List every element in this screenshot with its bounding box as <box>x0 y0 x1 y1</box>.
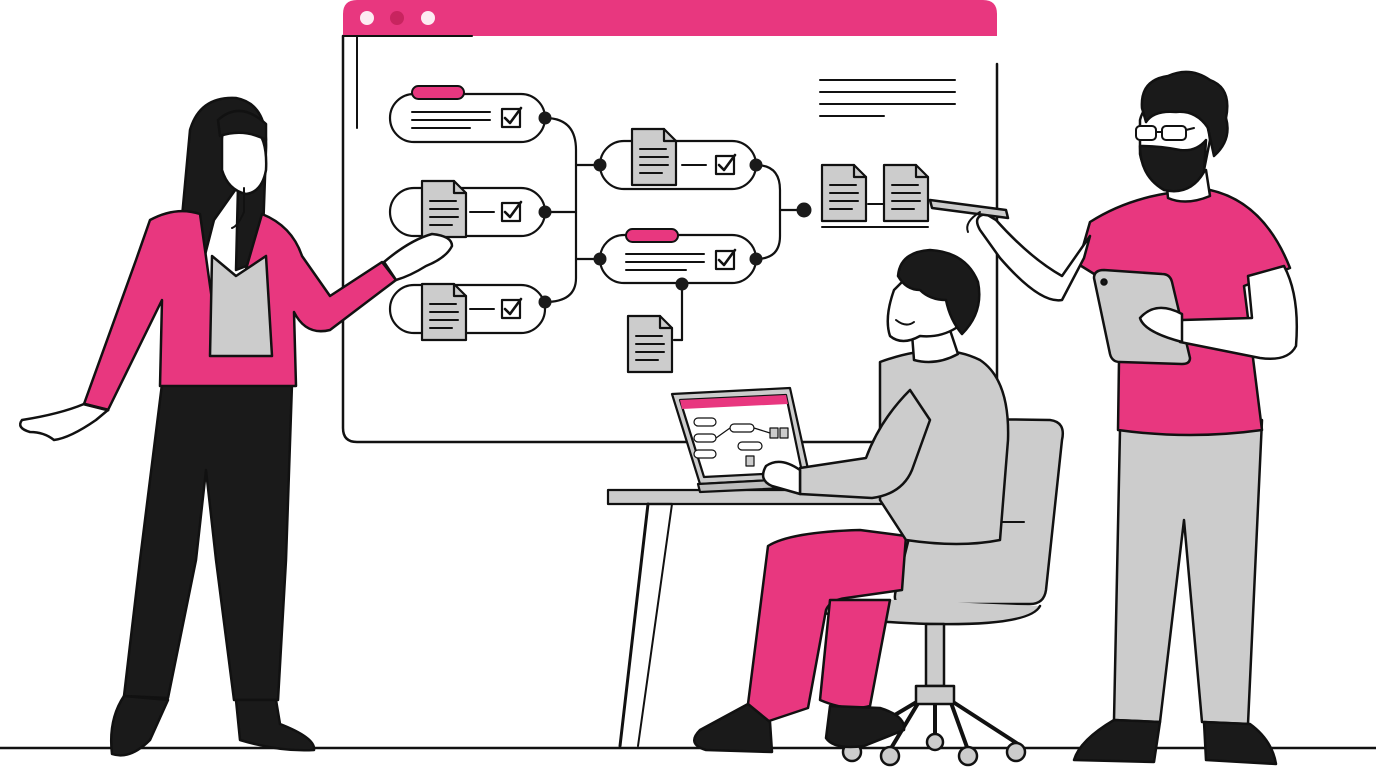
browser-titlebar <box>343 0 997 36</box>
document-icon <box>820 163 868 223</box>
window-dot-icon <box>390 11 404 25</box>
flow-node <box>388 85 547 144</box>
flow-node <box>388 282 547 342</box>
seated-man <box>693 248 1010 754</box>
note-lines <box>819 79 956 117</box>
browser-window <box>341 0 999 444</box>
junction-dots <box>538 111 812 309</box>
bearded-man <box>928 70 1299 766</box>
window-dot-icon <box>421 11 435 25</box>
document-icon <box>882 163 930 223</box>
presenter-woman <box>19 96 454 757</box>
flow-node <box>598 228 758 285</box>
flow-node <box>388 179 547 239</box>
document-icon <box>626 314 674 374</box>
window-dot-icon <box>360 11 374 25</box>
laptop <box>670 386 832 494</box>
